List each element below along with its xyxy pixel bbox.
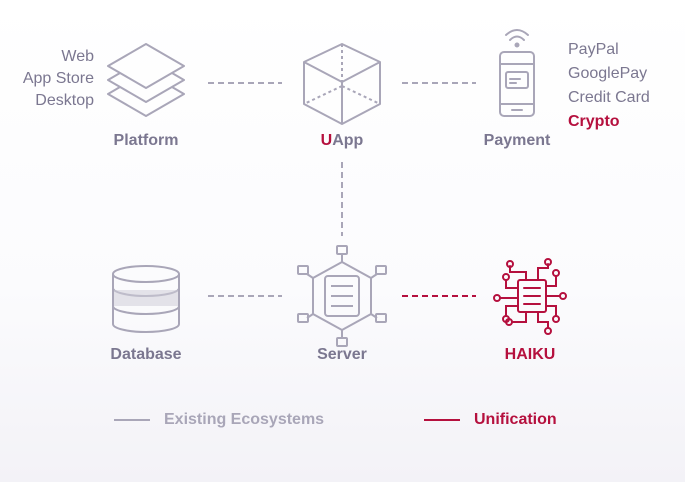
phone-payment-icon xyxy=(499,29,535,117)
uapp-label: UApp xyxy=(282,132,402,150)
legend-existing-label: Existing Ecosystems xyxy=(164,411,325,428)
connectors xyxy=(208,82,476,297)
cube-icon xyxy=(303,43,381,125)
legend-unification-swatch xyxy=(424,419,460,421)
server-network-icon xyxy=(297,245,387,347)
circuit-chip-icon xyxy=(493,258,567,335)
server-label: Server xyxy=(317,346,367,363)
platform-label: Platform xyxy=(113,132,179,149)
payment-method-list: PayPal GooglePay Credit Card Crypto xyxy=(568,38,650,134)
legend-existing-swatch xyxy=(114,419,150,421)
legend-existing: Existing Ecosystems xyxy=(114,408,324,432)
platform-channel-list: Web App Store Desktop xyxy=(0,46,94,112)
uapp-label-accent: U xyxy=(320,132,333,149)
platform-channel: Desktop xyxy=(35,92,94,109)
payment-method: GooglePay xyxy=(568,65,648,82)
legend-unification: Unification xyxy=(424,408,557,432)
layers-icon xyxy=(107,43,185,117)
payment-label: Payment xyxy=(483,132,551,149)
payment-method-highlight: Crypto xyxy=(568,113,620,130)
platform-channel: Web xyxy=(61,48,94,65)
haiku-label: HAIKU xyxy=(504,346,556,363)
platform-channel: App Store xyxy=(22,70,94,87)
uapp-label-rest: App xyxy=(332,132,364,149)
payment-method: PayPal xyxy=(568,41,619,58)
legend-unification-label: Unification xyxy=(474,411,557,428)
payment-method: Credit Card xyxy=(568,89,650,106)
database-icon xyxy=(112,265,180,333)
database-label: Database xyxy=(110,346,182,363)
